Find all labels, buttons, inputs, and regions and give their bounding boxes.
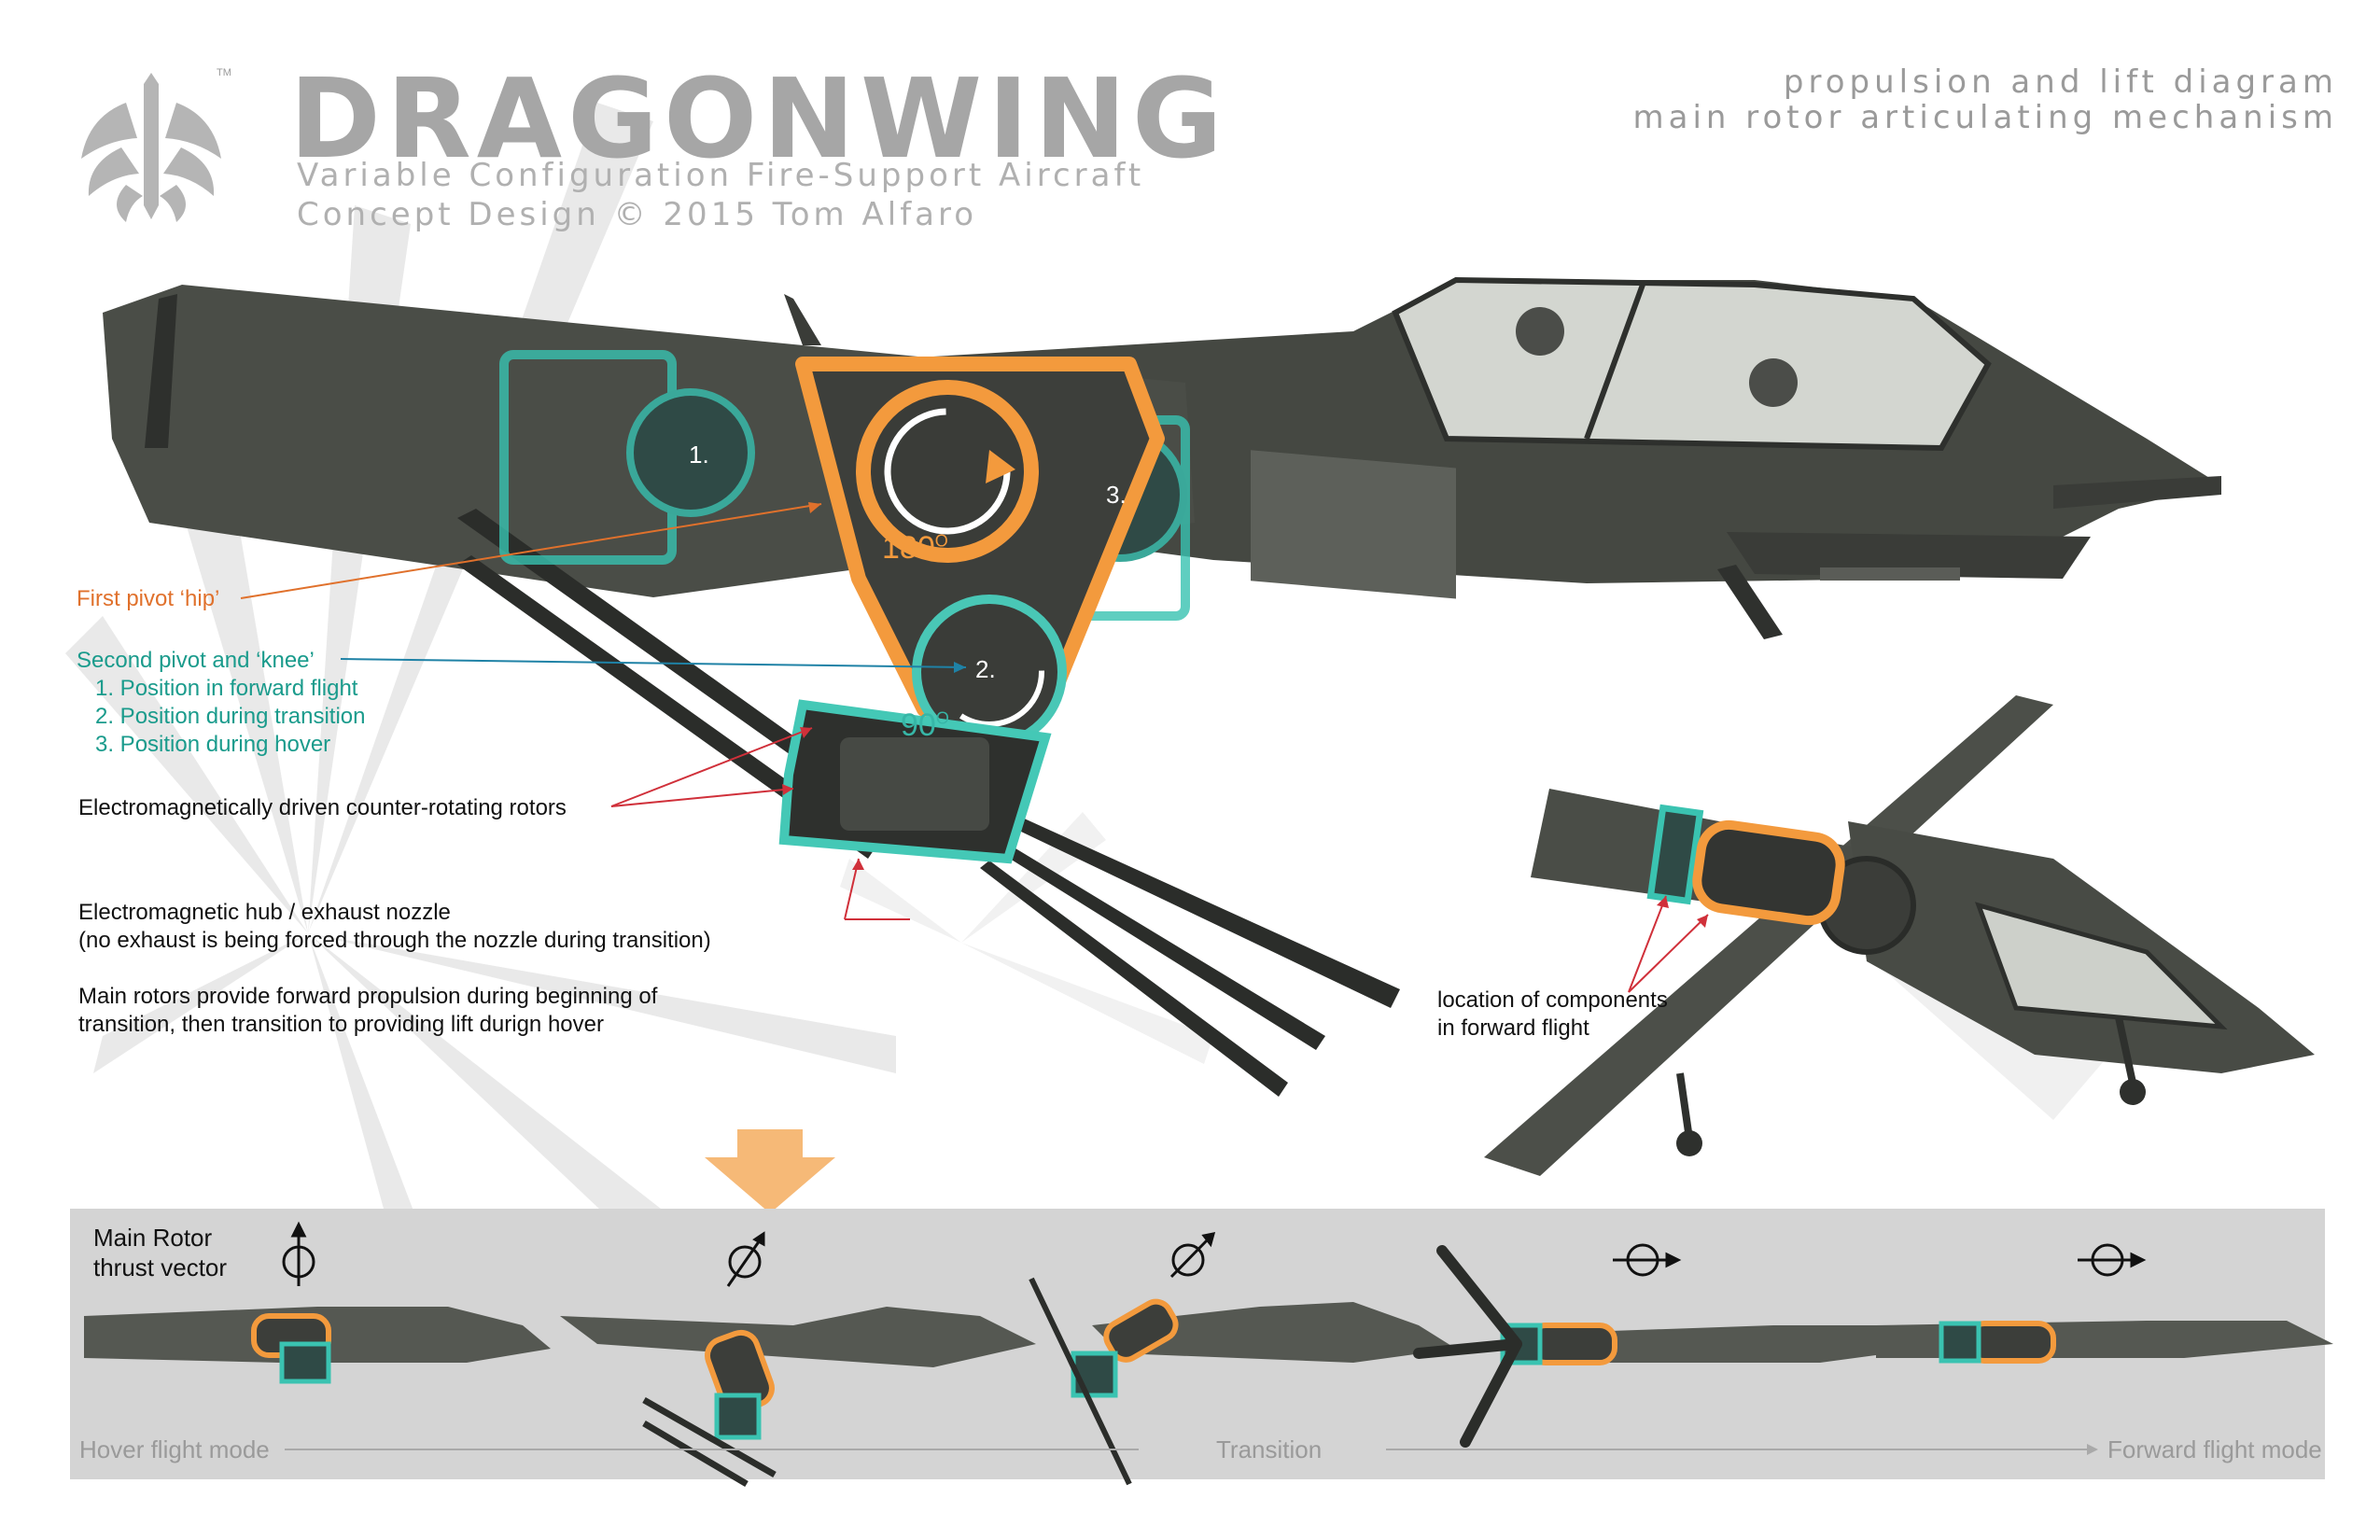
location-annotation-line-1: location of components — [1437, 987, 1668, 1013]
hub-annotation-line-2: (no exhaust is being forced through the … — [78, 928, 711, 953]
diagram-title-line-2: main rotor articulating mechanism — [1632, 99, 2338, 136]
rotors-annotation: Electromagnetically driven counter-rotat… — [78, 795, 567, 820]
second-pivot-annotation: Second pivot and ‘knee’ — [77, 648, 315, 673]
position-list-item-1: 1. Position in forward flight — [95, 676, 358, 701]
position-list-item-2: 2. Position during transition — [95, 704, 366, 729]
sequence-down-arrow-icon — [705, 1129, 835, 1213]
transition-label: Transition — [1216, 1435, 1323, 1463]
subtitle-line-1: Variable Configuration Fire-Support Airc… — [297, 157, 1145, 194]
hip-angle-label: 180O — [882, 530, 948, 566]
hover-mode-label: Hover flight mode — [79, 1435, 270, 1463]
hub-annotation-line-1: Electromagnetic hub / exhaust nozzle — [78, 900, 451, 925]
main-rotors-annotation-line-2: transition, then transition to providing… — [78, 1012, 604, 1037]
position-3-label: 3. — [1106, 481, 1127, 509]
first-pivot-annotation: First pivot ‘hip’ — [77, 586, 220, 611]
location-annotation-line-2: in forward flight — [1437, 1015, 1589, 1041]
subtitle-line-2: Concept Design © 2015 Tom Alfaro — [297, 196, 978, 233]
trademark-mark: TM — [217, 67, 231, 78]
diagram-title-line-1: propulsion and lift diagram — [1783, 63, 2338, 101]
forward-mode-label: Forward flight mode — [2107, 1435, 2322, 1463]
main-rotors-annotation-line-1: Main rotors provide forward propulsion d… — [78, 984, 658, 1009]
page-title: DRAGONWING — [289, 54, 1228, 183]
position-2-label: 2. — [975, 655, 996, 683]
knee-angle-label: 90O — [901, 707, 949, 743]
position-1-label: 1. — [689, 441, 709, 469]
dragonwing-logo — [81, 73, 221, 222]
thrust-vector-label: Main Rotor thrust vector — [93, 1224, 228, 1281]
position-list-item-3: 3. Position during hover — [95, 732, 331, 757]
